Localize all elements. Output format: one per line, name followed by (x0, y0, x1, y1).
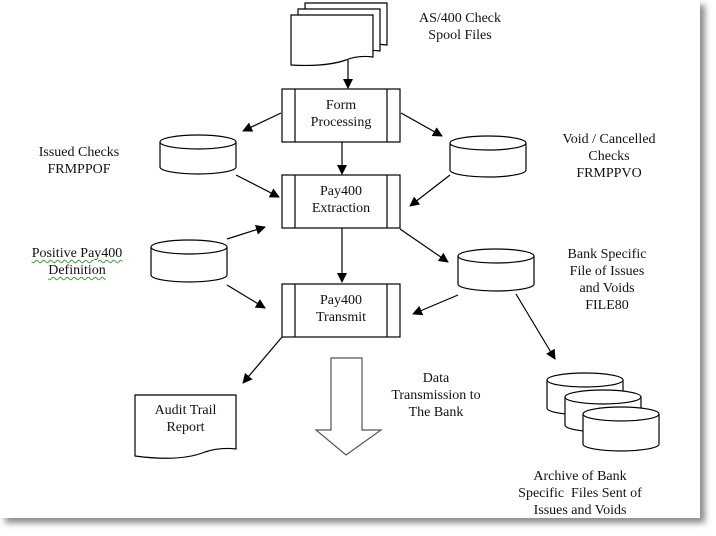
arrow-posdef-to-extraction (226, 224, 266, 240)
audit-trail-report-label: Audit Trail Report (135, 402, 236, 436)
label-line: AS/400 Check (418, 11, 502, 26)
label-line: Data (422, 371, 450, 386)
arrow-form-to-void (400, 112, 443, 137)
pay400-transmit-process-box (281, 283, 401, 338)
positive-pay-definition-database-icon (150, 239, 228, 283)
bank-file-database-icon (457, 248, 535, 292)
label-line: Archive of Bank (533, 469, 627, 484)
pay400-extraction-label: Pay400 Extraction (295, 183, 387, 217)
label-line: The Bank (408, 405, 464, 420)
spool-files-label: AS/400 Check Spool Files (398, 10, 522, 44)
void-checks-database-icon (449, 135, 527, 178)
bank-file-label: Bank Specific File of Issues and Voids F… (552, 246, 662, 314)
issued-checks-label: Issued Checks FRMPPOF (20, 144, 138, 178)
label-line: File of Issues (569, 264, 645, 279)
audit-trail-report-document-icon (134, 394, 237, 459)
label-line: FRMPPVO (576, 166, 642, 181)
label-line: Processing (310, 115, 372, 130)
data-transmission-label: Data Transmission to The Bank (378, 370, 494, 421)
label-text: Positive Pay400 (31, 246, 123, 261)
label-line: Transmit (315, 310, 367, 325)
label-line: Issues and Voids (533, 503, 627, 518)
label-line: Positive Pay400 (18, 245, 136, 262)
label-line: Pay400 (320, 293, 362, 308)
label-line: Issued Checks (38, 145, 120, 160)
label-line: Void / Cancelled (562, 132, 656, 147)
arrow-extraction-to-bank (399, 228, 449, 263)
arrow-issued-to-extraction (235, 174, 280, 198)
void-checks-label: Void / Cancelled Checks FRMPPVO (546, 131, 672, 182)
label-line: Spool Files (428, 28, 492, 43)
label-text: Definition (48, 263, 106, 278)
form-processing-label: Form Processing (295, 97, 387, 131)
data-transmission-block-arrow-icon (314, 357, 383, 456)
label-line: FRMPPOF (47, 162, 111, 177)
label-line: Checks (588, 149, 630, 164)
pay400-extraction-process-box (281, 174, 401, 229)
arrow-form-to-issued (242, 112, 282, 132)
arrow-bank-to-transmit (412, 294, 459, 316)
arrow-bank-to-archive (515, 293, 556, 360)
label-line: Definition (18, 262, 136, 279)
label-line: FILE80 (585, 298, 629, 313)
label-line: Pay400 (320, 184, 362, 199)
arrow-transmit-to-audit (242, 336, 283, 384)
positive-pay-definition-label: Positive Pay400 Definition (18, 245, 136, 279)
label-line: Audit Trail (154, 403, 217, 418)
arrow-void-to-extraction (409, 174, 451, 207)
label-line: Transmission to (391, 388, 481, 403)
label-text: Specific Files Sent of (518, 486, 642, 501)
pay400-transmit-label: Pay400 Transmit (295, 292, 387, 326)
label-line: Bank Specific (567, 247, 647, 262)
label-line: Report (166, 420, 205, 435)
label-line: Extraction (311, 201, 371, 216)
arrow-posdef-to-transmit (226, 284, 266, 309)
form-processing-process-box (281, 88, 401, 143)
archive-database-stack-icon (546, 372, 660, 452)
issued-checks-database-icon (159, 134, 237, 175)
label-line: Specific Files Sent of (510, 485, 650, 502)
label-line: and Voids (579, 281, 635, 296)
spool-files-document-stack-icon (290, 2, 388, 67)
archive-label: Archive of Bank Specific Files Sent of I… (510, 468, 650, 519)
label-line: Form (325, 98, 357, 113)
